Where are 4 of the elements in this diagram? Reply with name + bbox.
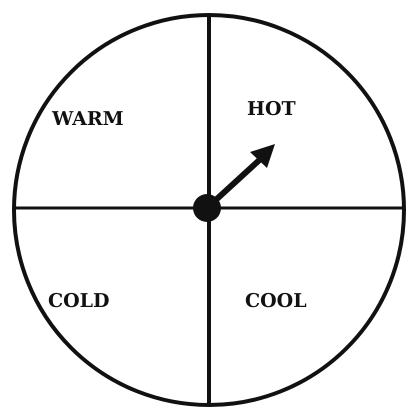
quadrant-label: COOL (245, 290, 307, 312)
quadrant-label: WARM (52, 108, 124, 130)
quadrant-label: COLD (48, 290, 110, 312)
quadrant-label: HOT (247, 98, 296, 120)
